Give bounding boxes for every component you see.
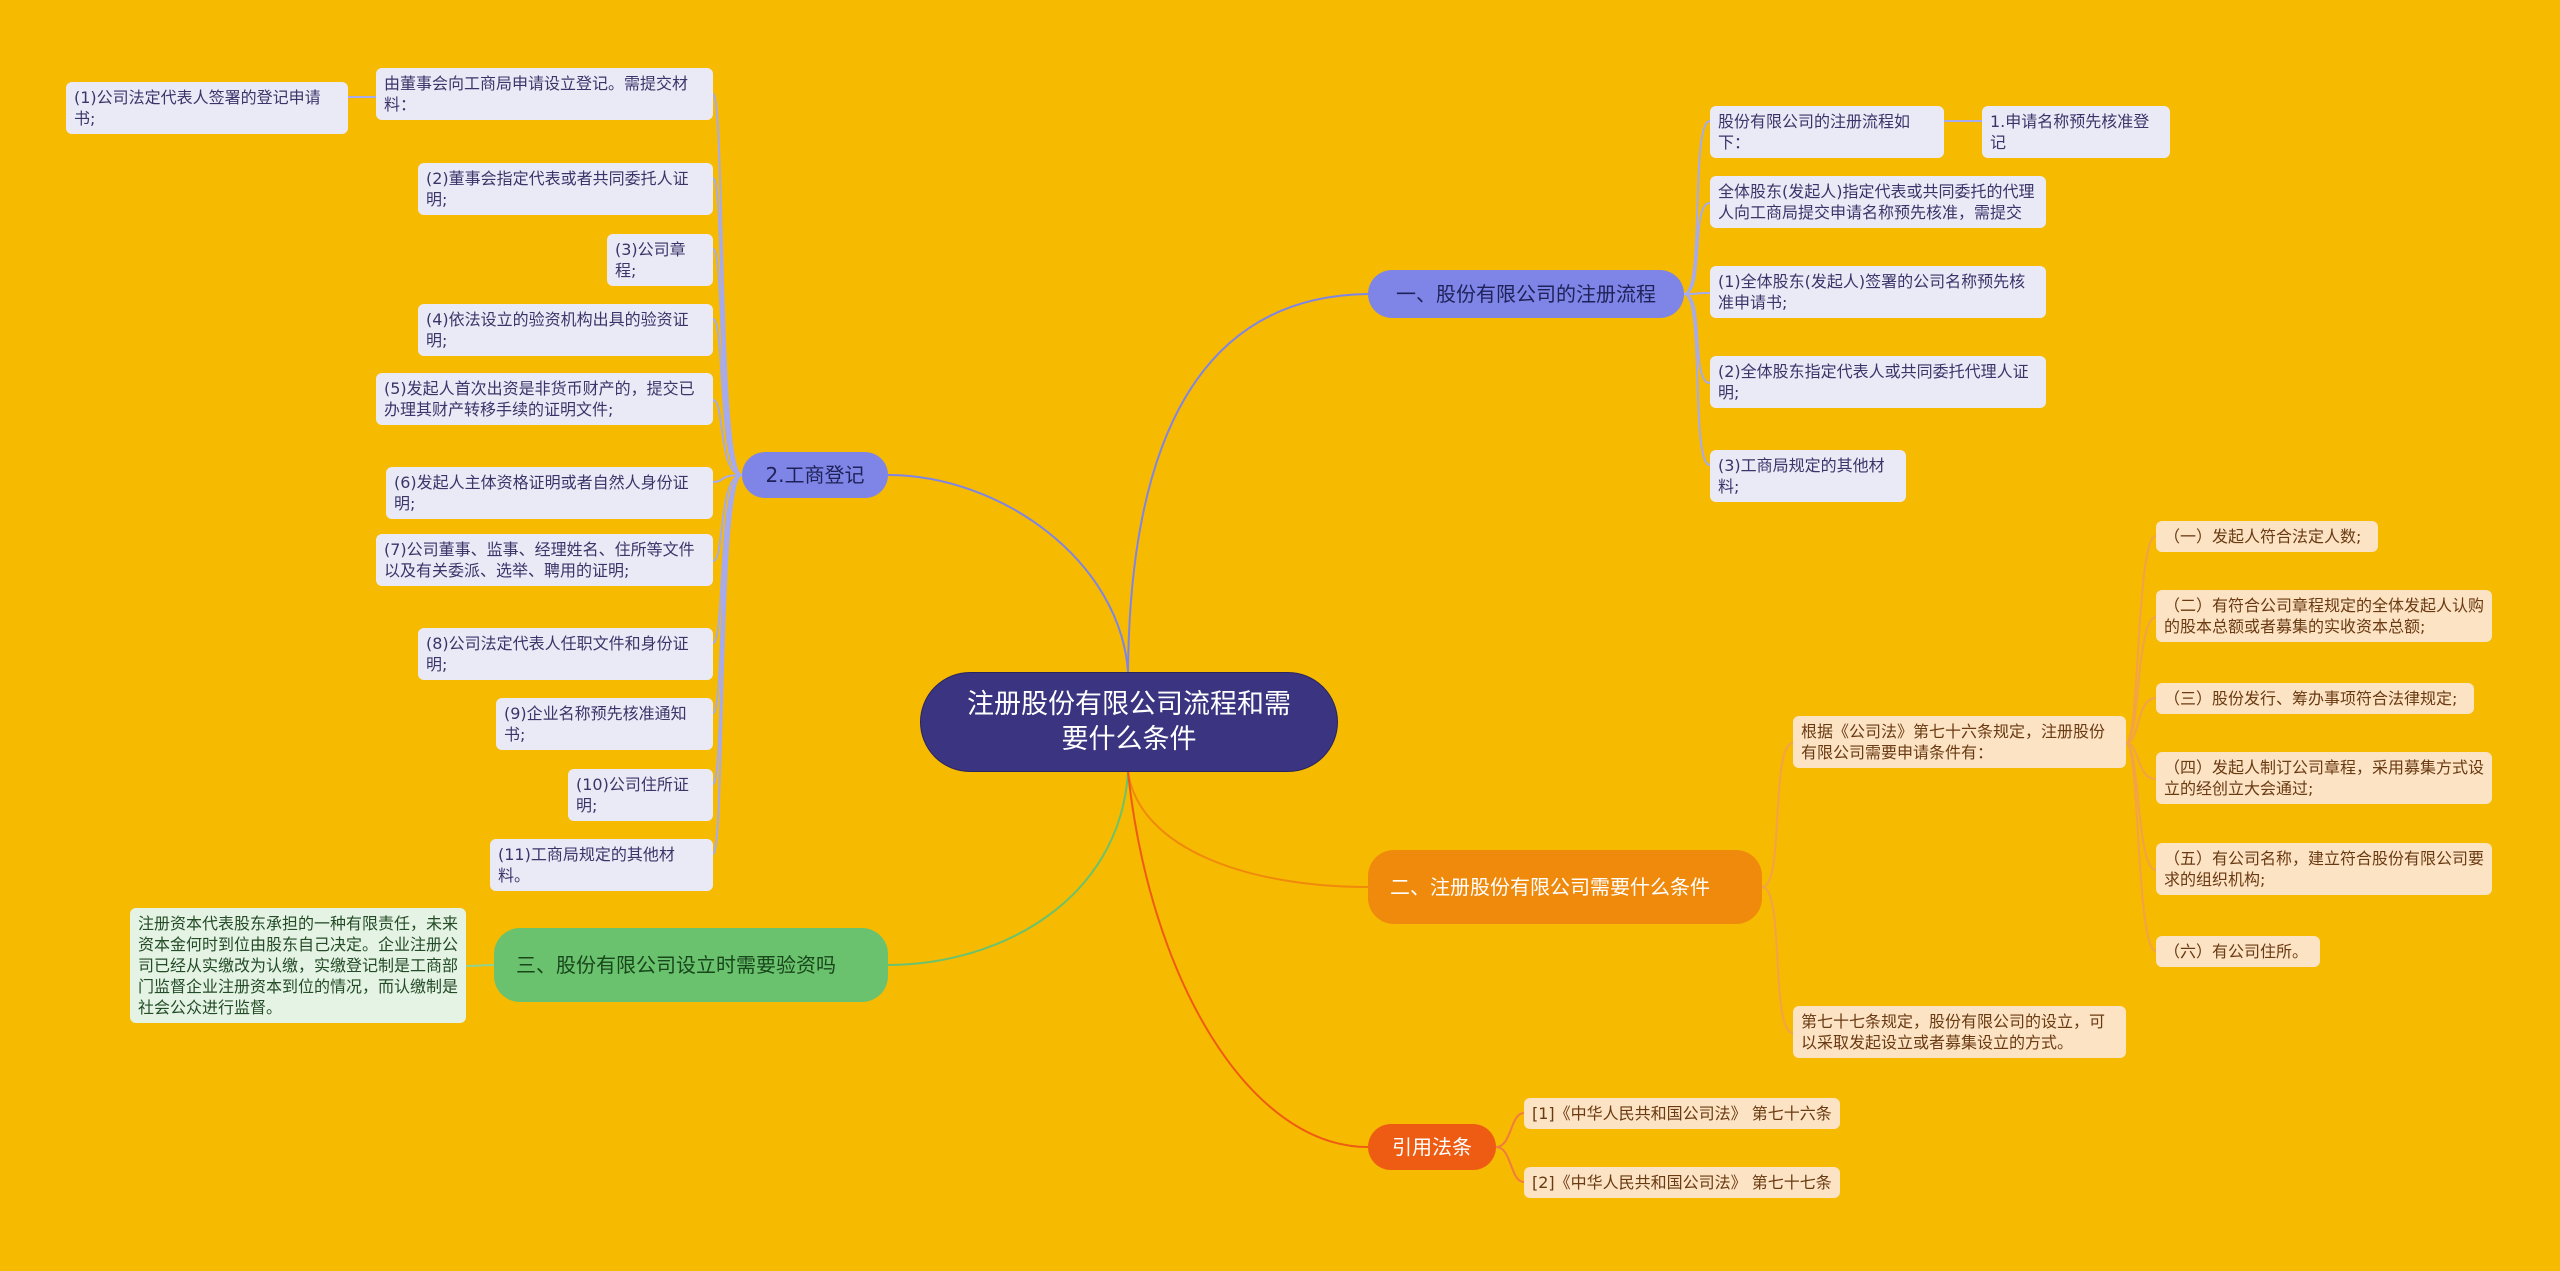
b4-item-5[interactable]: (5)发起人首次出资是非货币财产的，提交已办理其财产转移手续的证明文件; <box>376 373 713 425</box>
b2-condition-1[interactable]: （一）发起人符合法定人数; <box>2156 521 2378 552</box>
branch-label: 三、股份有限公司设立时需要验资吗 <box>516 953 836 977</box>
b2-condition-6[interactable]: （六）有公司住所。 <box>2156 936 2320 967</box>
b4-item-8[interactable]: (8)公司法定代表人任职文件和身份证明; <box>418 628 713 680</box>
link-root-b1 <box>1127 293 1369 673</box>
b1-item-2[interactable]: (2)全体股东指定代表人或共同委托代理人证明; <box>1710 356 2046 408</box>
b4-item-10[interactable]: (10)公司住所证明; <box>568 769 713 821</box>
b2-condition-5[interactable]: （五）有公司名称，建立符合股份有限公司要求的组织机构; <box>2156 843 2492 895</box>
b1-item-submit[interactable]: 全体股东(发起人)指定代表或共同委托的代理人向工商局提交申请名称预先核准，需提交 <box>1710 176 2046 228</box>
b4-head-child[interactable]: (1)公司法定代表人签署的登记申请书; <box>66 82 348 134</box>
branch-label: 一、股份有限公司的注册流程 <box>1396 282 1656 306</box>
link-root-b5 <box>1127 771 1369 1148</box>
link-root-b3 <box>887 771 1129 966</box>
b2-note[interactable]: 第七十七条规定，股份有限公司的设立，可以采取发起设立或者募集设立的方式。 <box>1793 1006 2126 1058</box>
b4-item-6[interactable]: (6)发起人主体资格证明或者自然人身份证明; <box>386 467 713 519</box>
branch-label: 2.工商登记 <box>765 463 865 487</box>
b4-item-2[interactable]: (2)董事会指定代表或者共同委托人证明; <box>418 163 713 215</box>
b4-item-7[interactable]: (7)公司董事、监事、经理姓名、住所等文件以及有关委派、选举、聘用的证明; <box>376 534 713 586</box>
b2-condition-3[interactable]: （三）股份发行、筹办事项符合法律规定; <box>2156 683 2474 714</box>
branch-citations[interactable]: 引用法条 <box>1368 1124 1496 1170</box>
b4-item-4[interactable]: (4)依法设立的验资机构出具的验资证明; <box>418 304 713 356</box>
b5-citation-2[interactable]: [2]《中华人民共和国公司法》 第七十七条 <box>1524 1167 1840 1198</box>
branch-conditions[interactable]: 二、注册股份有限公司需要什么条件 <box>1368 850 1762 924</box>
b2-condition-4[interactable]: （四）发起人制订公司章程，采用募集方式设立的经创立大会通过; <box>2156 752 2492 804</box>
root-topic[interactable]: 注册股份有限公司流程和需要什么条件 <box>920 672 1338 772</box>
b1-item-intro[interactable]: 股份有限公司的注册流程如下： <box>1710 106 1944 158</box>
b1-item-1[interactable]: (1)全体股东(发起人)签署的公司名称预先核准申请书; <box>1710 266 2046 318</box>
b1-item-3[interactable]: (3)工商局规定的其他材料; <box>1710 450 1906 502</box>
branch-registration-process[interactable]: 一、股份有限公司的注册流程 <box>1368 270 1684 318</box>
b4-item-11[interactable]: (11)工商局规定的其他材料。 <box>490 839 713 891</box>
b4-item-3[interactable]: (3)公司章程; <box>607 234 713 286</box>
b4-head[interactable]: 由董事会向工商局申请设立登记。需提交材料： <box>376 68 713 120</box>
b3-text[interactable]: 注册资本代表股东承担的一种有限责任，未来资本金何时到位由股东自己决定。企业注册公… <box>130 908 466 1023</box>
b2-condition-2[interactable]: （二）有符合公司章程规定的全体发起人认购的股本总额或者募集的实收资本总额; <box>2156 590 2492 642</box>
link-root-b4 <box>887 474 1129 673</box>
branch-business-registration[interactable]: 2.工商登记 <box>742 452 888 498</box>
b2-intro[interactable]: 根据《公司法》第七十六条规定，注册股份有限公司需要申请条件有： <box>1793 716 2126 768</box>
branch-label: 引用法条 <box>1392 1135 1472 1159</box>
branch-label: 二、注册股份有限公司需要什么条件 <box>1390 875 1710 899</box>
b5-citation-1[interactable]: [1]《中华人民共和国公司法》 第七十六条 <box>1524 1098 1840 1129</box>
b1-item-name-check[interactable]: 1.申请名称预先核准登记 <box>1982 106 2170 158</box>
root-title: 注册股份有限公司流程和需要什么条件 <box>967 689 1291 755</box>
b4-item-9[interactable]: (9)企业名称预先核准通知书; <box>496 698 713 750</box>
branch-capital-verification[interactable]: 三、股份有限公司设立时需要验资吗 <box>494 928 888 1002</box>
link-root-b2 <box>1127 771 1369 888</box>
